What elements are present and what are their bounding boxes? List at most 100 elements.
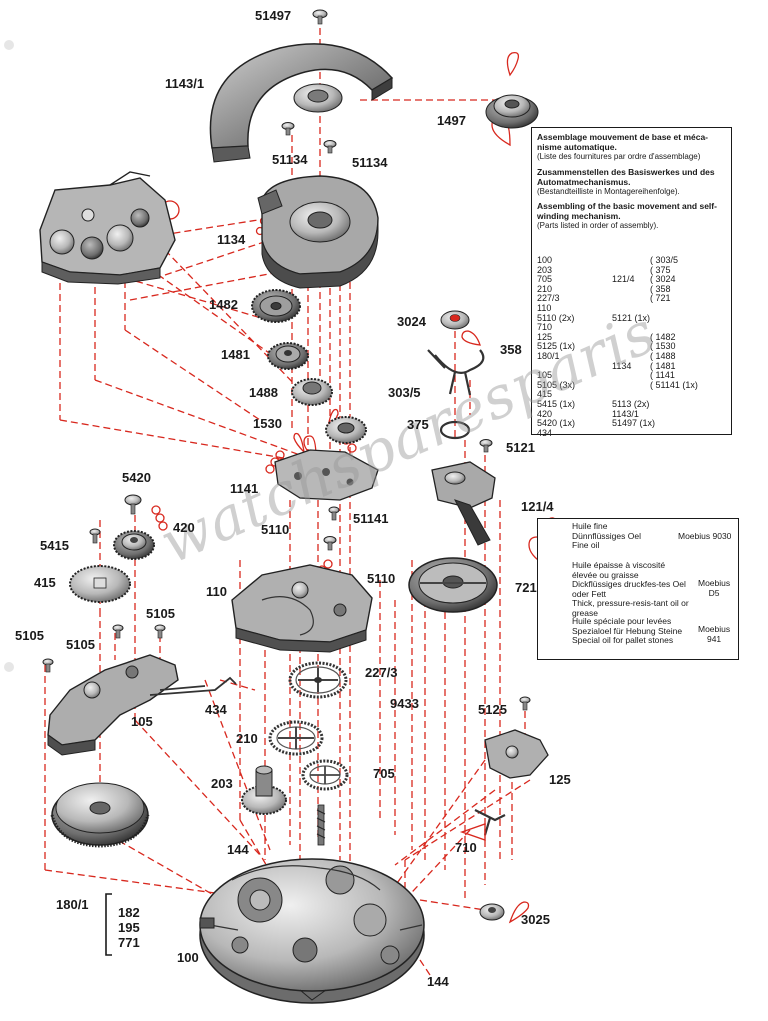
rotor-1143-1: [209, 43, 394, 163]
parts-order-item: 110: [537, 302, 552, 313]
label-1143-1: 1143/1: [165, 76, 205, 91]
parts-order-item: 125: [537, 331, 553, 342]
label-5105-a: 5105: [146, 606, 175, 621]
label-9433: 9433: [390, 696, 419, 711]
label-5110-b: 5110: [367, 571, 396, 586]
label-51134-a: 51134: [272, 152, 308, 167]
label-1488: 1488: [249, 385, 278, 400]
label-195: 195: [118, 920, 140, 935]
legend-pallet-oil-brand: Moebius 941: [698, 624, 731, 644]
parts-order-item: 5121 (1x): [612, 312, 651, 323]
label-415: 415: [34, 575, 56, 590]
legend-thick-oil-en: Thick, pressure-resis-tant oil or grease: [572, 598, 689, 618]
jewel-3024: [440, 310, 470, 330]
wheel-420: [113, 530, 155, 560]
parts-order-item: 51497 (1x): [612, 418, 656, 429]
parts-order-item: ( 1482: [650, 331, 676, 342]
label-420: 420: [173, 520, 195, 535]
label-358: 358: [500, 342, 522, 357]
fr-subtitle: (Liste des fournitures par ordre d'assem…: [537, 152, 701, 161]
label-5121: 5121: [506, 440, 535, 455]
label-1141: 1141: [230, 481, 259, 496]
parts-order-item: ( 1141: [650, 370, 675, 381]
wheel-1488: [291, 378, 333, 406]
label-180-1: 180/1: [56, 897, 89, 912]
label-5415: 5415: [40, 538, 69, 553]
bracket-180-1: [105, 893, 112, 956]
screw-51134-b: [323, 140, 337, 154]
wheel-705: [301, 759, 349, 791]
label-121-4: 121/4: [521, 499, 554, 514]
label-5105-b: 5105: [15, 628, 44, 643]
parts-order-item: 5113 (2x): [612, 398, 650, 409]
parts-order-item: 5420 (1x): [537, 418, 576, 429]
spring-434: [149, 676, 237, 696]
label-51134-b: 51134: [352, 155, 388, 170]
de-title: Zusammenstellen des Basiswerkes und des …: [537, 166, 715, 187]
legend-pallet-oil-de: Spezialoel für Hebung Steine: [572, 625, 683, 636]
label-210: 210: [236, 731, 258, 746]
parts-order-item: ( 1530: [650, 341, 676, 352]
parts-order-item: 1143/1: [612, 408, 639, 419]
label-5125: 5125: [478, 702, 507, 717]
screw-5110-a: [323, 536, 337, 551]
legend-thick-oil-de: Dickflüssiges druckfes-tes Oel oder Fett: [572, 579, 686, 599]
oil-legend-box: Huile fine Dünnflüssiges Oel Fine oil Mo…: [537, 518, 739, 660]
parts-order-item: 121/4: [612, 274, 635, 285]
lever-710: [474, 809, 506, 836]
screw-51141: [328, 506, 340, 521]
legend-thick-oil: Huile épaisse à viscosité élevée ou grai…: [572, 560, 692, 619]
parts-order-item: 705: [537, 274, 553, 285]
parts-order-item: 415: [537, 389, 553, 400]
label-303-5: 303/5: [388, 385, 421, 400]
label-1530: 1530: [253, 416, 282, 431]
legend-thick-oil-brand-name: Moebius: [698, 578, 731, 588]
automatic-bridge-left: [39, 171, 176, 285]
label-110: 110: [206, 584, 227, 599]
assembly-info-box: Assemblage mouvement de base et méca-nis…: [531, 127, 732, 437]
screw-51497: [312, 9, 328, 25]
legend-pallet-oil-code: 941: [706, 633, 722, 644]
screw-5125: [519, 696, 531, 711]
label-227-3: 227/3: [365, 665, 398, 680]
label-125: 125: [549, 772, 571, 787]
en-title: Assembling of the basic movement and sel…: [537, 201, 717, 221]
label-100: 100: [177, 950, 199, 965]
label-51497: 51497: [255, 8, 292, 23]
label-144-b: 144: [427, 974, 449, 989]
label-105: 105: [131, 714, 153, 729]
spring-303-5: [427, 349, 485, 396]
label-144-a: 144: [227, 842, 249, 857]
parts-order-item: 710: [537, 322, 553, 333]
parts-order-col3: ( 303/5 ( 375 ( 3024 ( 358 ( 721 ( 1482 …: [650, 255, 728, 390]
de-subtitle: (Bestandteilliste in Montagereihenfolge)…: [537, 186, 680, 196]
legend-fine-oil-en: Fine oil: [572, 540, 600, 551]
barrel-180-1: [50, 782, 150, 848]
wheel-415: [69, 565, 131, 603]
parts-order-item: 5415 (1x): [537, 398, 576, 409]
bridge-105: [47, 654, 179, 756]
fr-title: Assemblage mouvement de base et méca-nis…: [537, 132, 709, 152]
parts-order-item: ( 303/5: [650, 255, 679, 265]
parts-order-item: 5110 (2x): [537, 312, 575, 323]
parts-order-item: 1134: [612, 360, 632, 371]
label-1134: 1134: [217, 232, 246, 247]
bridge-110: [231, 564, 373, 653]
jewel-3025: [479, 903, 505, 921]
label-203: 203: [211, 776, 233, 791]
legend-pallet-oil-en: Special oil for pallet stones: [572, 635, 674, 646]
legend-pallet-oil-brand-name: Moebius: [698, 624, 731, 634]
parts-order-item: ( 3024: [650, 274, 676, 285]
legend-pallet-oil: Huile spéciale pour levées Spezialoel fü…: [572, 616, 692, 646]
wheel-203: [241, 765, 287, 815]
balance-721: [408, 557, 498, 613]
label-5420: 5420: [122, 470, 151, 485]
main-plate-100: [199, 858, 425, 1004]
parts-order-item: 434: [537, 427, 553, 438]
legend-fine-oil: Huile fine Dünnflüssiges Oel Fine oil: [572, 521, 682, 551]
label-721: 721: [515, 580, 537, 595]
parts-order-item: 5125 (1x): [537, 341, 576, 352]
parts-order-item: ( 358: [650, 283, 671, 294]
parts-order-item: ( 375: [650, 264, 671, 275]
